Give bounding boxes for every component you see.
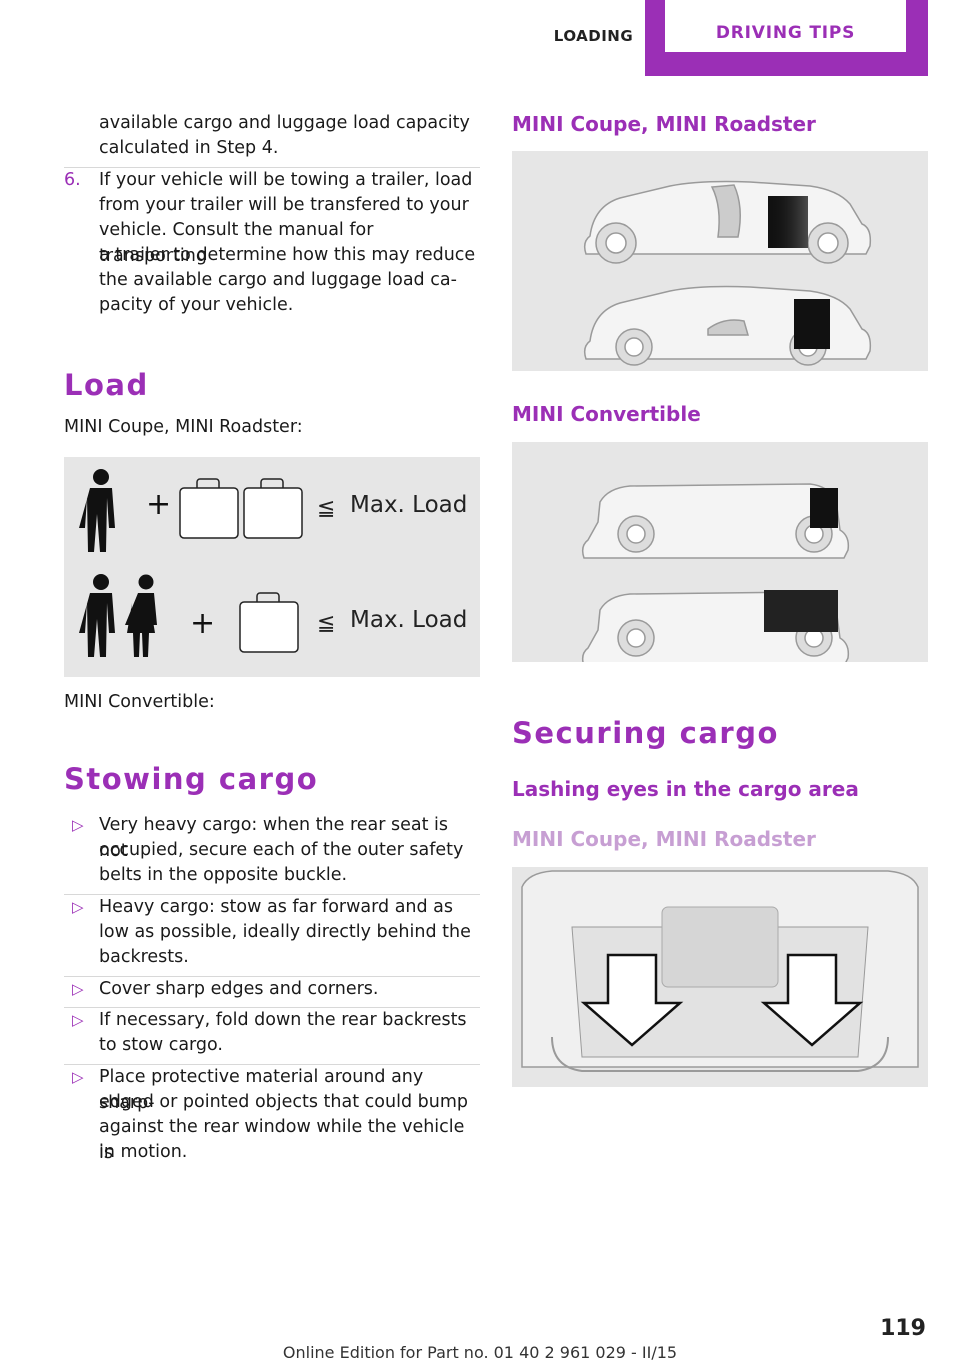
max-load-figure: + ≦ Max. Load + [64, 457, 480, 677]
step-text-line: If your vehicle will be towing a trailer… [99, 170, 473, 190]
person-male-icon [79, 469, 115, 552]
down-arrow-icon [760, 953, 864, 1047]
cargo-box-icon [810, 488, 838, 528]
suitcase-icon [239, 592, 299, 653]
convertible-label: MINI Convertible: [64, 692, 215, 712]
max-load-diagram: + ≦ Max. Load + [79, 469, 467, 657]
step-number: 6. [64, 170, 81, 190]
max-load-label: Max. Load [350, 492, 467, 518]
plus-sign: + [146, 487, 171, 522]
max-load-label: Max. Load [350, 607, 467, 633]
cars-cargo-illustration [583, 180, 872, 366]
convertible-cars-figure [512, 442, 928, 662]
person-male-icon [79, 574, 115, 657]
bullet-text-line: occupied, secure each of the outer safet… [99, 840, 464, 860]
bullet-text-line: If necessary, fold down the rear backres… [99, 1010, 467, 1030]
bullet-marker: ▷ [72, 898, 84, 916]
page-number: 119 [880, 1316, 926, 1341]
divider [64, 976, 480, 977]
bullet-text-line: low as possible, ideally directly behind… [99, 922, 471, 942]
stowing-cargo-heading: Stowing cargo [64, 762, 319, 796]
securing-cargo-heading: Securing cargo [512, 716, 779, 750]
edition-footer: Online Edition for Part no. 01 40 2 961 … [282, 1343, 678, 1362]
step-text-line: from your trailer will be transfered to … [99, 195, 469, 215]
suitcase-icon [179, 478, 239, 539]
bullet-text-line: in motion. [99, 1142, 188, 1162]
bullet-text-line: Very heavy cargo: when the rear seat is … [99, 815, 449, 861]
lashing-eyes-heading: Lashing eyes in the cargo area [512, 777, 859, 801]
load-heading: Load [64, 368, 149, 402]
bullet-text-line: against the rear window while the vehicl… [99, 1117, 465, 1163]
suitcase-icon [243, 478, 303, 539]
divider [64, 167, 480, 168]
bullet-marker: ▷ [72, 980, 84, 998]
car-outline-icon [581, 483, 850, 559]
lashing-coupe-subheading: MINI Coupe, MINI Roadster [512, 827, 816, 851]
divider [64, 1064, 480, 1065]
convertible-cargo-illustration [581, 483, 850, 662]
running-section-title: LOADING [553, 27, 634, 45]
step-text-line: vehicle. Consult the manual for transpor… [99, 220, 374, 266]
cargo-area-lashing-eyes-figure [512, 867, 928, 1087]
chapter-tab: DRIVING TIPS [645, 0, 928, 76]
bullet-text-line: edged or pointed objects that could bump [99, 1092, 468, 1112]
divider [64, 1007, 480, 1008]
coupe-roadster-cars-figure [512, 151, 928, 371]
chapter-tab-label: DRIVING TIPS [665, 0, 906, 52]
bullet-text-line: Cover sharp edges and corners. [99, 979, 379, 999]
coupe-roadster-heading: MINI Coupe, MINI Roadster [512, 112, 816, 136]
divider [64, 894, 480, 895]
coupe-roadster-label: MINI Coupe, MINI Roadster: [64, 417, 303, 437]
continued-text-line: available cargo and luggage load capacit… [99, 113, 470, 133]
step-text-line: a trailer to determine how this may redu… [99, 245, 476, 265]
cargo-area-illustration [521, 870, 919, 1072]
bullet-text-line: to stow cargo. [99, 1035, 223, 1055]
step-text-line: the available cargo and luggage load ca‐ [99, 270, 457, 290]
bullet-text-line: Heavy cargo: stow as far forward and as [99, 897, 454, 917]
down-arrow-icon [580, 953, 684, 1047]
plus-sign: + [190, 606, 215, 641]
bullet-marker: ▷ [72, 816, 84, 834]
less-equal-sign: ≦ [317, 611, 335, 636]
cargo-box-icon [794, 299, 830, 349]
person-female-icon [125, 574, 157, 657]
bullet-marker: ▷ [72, 1068, 84, 1086]
bullet-text-line: Place protective material around any sha… [99, 1067, 424, 1113]
cargo-box-icon [764, 590, 838, 632]
car-outline-icon [583, 180, 872, 264]
bullet-text-line: belts in the opposite buckle. [99, 865, 348, 885]
bullet-text-line: backrests. [99, 947, 189, 967]
step-text-line: pacity of your vehicle. [99, 295, 294, 315]
convertible-heading: MINI Convertible [512, 402, 701, 426]
bullet-marker: ▷ [72, 1011, 84, 1029]
less-equal-sign: ≦ [317, 496, 335, 521]
continued-text-line: calculated in Step 4. [99, 138, 279, 158]
